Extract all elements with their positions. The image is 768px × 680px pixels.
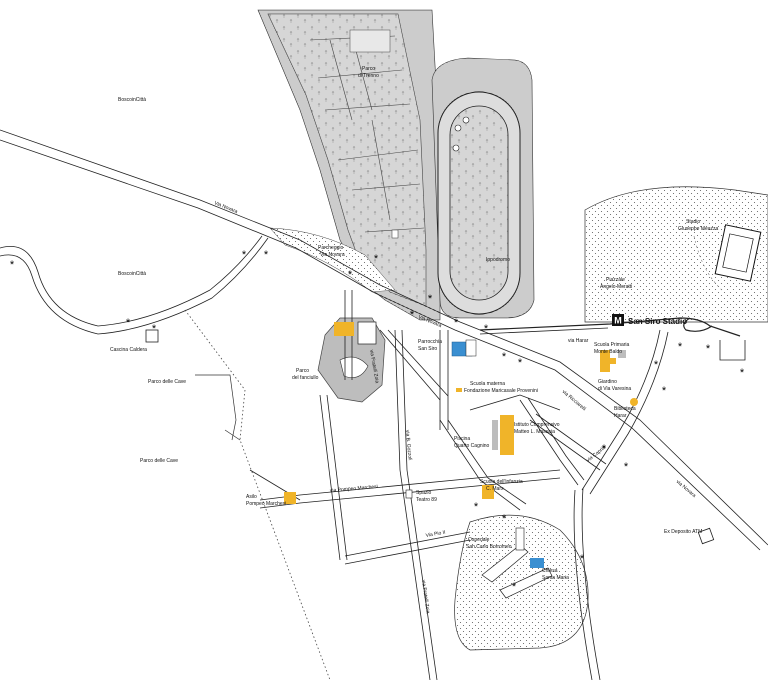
cave-path	[195, 374, 241, 441]
label-primaria-2: Monte Baldo	[594, 349, 622, 355]
star-marker: *	[662, 385, 667, 397]
star-marker: *	[512, 581, 517, 593]
label-istituto-1: Istituto Comprensivo	[514, 422, 560, 428]
church-santa-maria	[530, 558, 544, 568]
star-marker: *	[126, 317, 131, 329]
star-marker: *	[678, 341, 683, 353]
label-parrocchia-2: San Siro	[418, 346, 437, 352]
label-stadio-1: Stadio	[686, 219, 700, 225]
metro-station-label[interactable]: San Siro Stadio	[628, 317, 687, 326]
star-marker: *	[624, 461, 629, 473]
street-pompeo: via Pompeo Marchesi	[330, 484, 378, 494]
parco-trenno-area	[257, 9, 441, 321]
street-dzoia-s: via Fratelli Zoia	[420, 579, 431, 614]
street-harar: via Harar	[568, 338, 589, 344]
library-harar	[630, 398, 638, 406]
metro-symbol: M	[614, 316, 622, 326]
label-giardino-1: Giardino	[598, 379, 617, 385]
label-asilo-1: Asilo	[246, 494, 257, 500]
star-marker: *	[602, 443, 607, 455]
label-fanciullo-2: del fanciullo	[292, 375, 319, 381]
label-piscina-2: Quarto Cagnino	[454, 443, 490, 449]
star-marker: *	[152, 323, 157, 335]
label-trenno-1: Parco	[362, 66, 375, 72]
street-pio: Via Pio II	[425, 530, 446, 539]
label-fanciullo-1: Parco	[296, 368, 309, 374]
label-parrocchia-1: Parrocchia	[418, 339, 442, 345]
label-materna-1: Scuola materna	[470, 381, 505, 387]
fanciullo-pond	[339, 356, 369, 378]
star-marker: *	[740, 367, 745, 379]
label-asilo-2: Pompeo Marchesi	[246, 501, 286, 507]
street-novara-w: Via Novara	[213, 200, 238, 215]
stars-layer: * * * * * * * * * * * * * * * * * * * * * * * *	[10, 249, 745, 593]
star-marker: *	[264, 249, 269, 261]
star-marker: *	[654, 359, 659, 371]
roads	[0, 129, 768, 680]
star-marker: *	[242, 249, 247, 261]
label-parcheggio-2: Via Novara	[320, 252, 345, 258]
label-cave-2: Parco delle Cave	[140, 458, 178, 464]
label-primaria-1: Scuola Primaria	[594, 342, 630, 348]
label-chiesa-2: Santa Maria	[542, 575, 569, 581]
label-istituto-2: Matteo L. Massaia	[514, 429, 555, 435]
label-ippodromo: Ippodromo	[486, 257, 510, 263]
label-trenno-2: di Trenno	[358, 73, 379, 79]
asilo-marchesi	[284, 492, 296, 504]
street-gozzoli: via B. Gozzoli	[404, 430, 413, 461]
star-marker: *	[502, 513, 507, 525]
label-cascina: Cascina Caldera	[110, 347, 147, 353]
star-marker: *	[454, 317, 459, 329]
street-novara-s: via Novara	[675, 479, 697, 499]
label-biblioteca-1: Biblioteca	[614, 406, 636, 412]
star-marker: *	[474, 501, 479, 513]
label-spazio-1: Spazio	[416, 490, 432, 496]
scuola-marx	[482, 485, 494, 499]
label-chiesa-1: Chiesa	[542, 568, 558, 574]
star-marker: *	[10, 259, 15, 271]
street-fratelli: via Fratelli Zoia	[368, 349, 380, 384]
label-spazio-2: Teatro 89	[416, 497, 437, 503]
buildings	[145, 321, 715, 568]
label-materna-2: Fondazione Maricasale Provenini	[464, 388, 538, 394]
label-cave-1: Parco delle Cave	[148, 379, 186, 385]
street-ricciarelli: via Ricciarelli	[561, 389, 587, 412]
label-biblioteca-2: Harar	[614, 413, 627, 419]
ippodromo-area	[431, 57, 535, 319]
star-marker: *	[374, 253, 379, 265]
star-marker: *	[348, 269, 353, 281]
label-infanzia-1: Scuola dell'infanzia	[480, 479, 523, 485]
star-marker: *	[580, 553, 585, 565]
school-monte-baldo	[600, 350, 610, 372]
star-marker: *	[518, 357, 523, 369]
cave-boundary	[184, 309, 331, 680]
label-bosco-north: BoscoinCittà	[118, 97, 146, 103]
label-ospedale-2: San Carlo Borromeo	[466, 544, 512, 550]
istituto-massaia	[500, 415, 514, 455]
label-piazzale-1: Piazzale	[606, 277, 625, 283]
stadio-area	[584, 186, 768, 323]
label-stadio-2: Giuseppe Meazza	[678, 226, 719, 232]
ospedale-area	[454, 514, 589, 651]
label-ospedale-1: Ospedale	[468, 537, 490, 543]
label-bosco-west: BoscoinCittà	[118, 271, 146, 277]
label-piscina-1: Piscina	[454, 436, 470, 442]
deposito-building	[697, 527, 715, 545]
cascina-building	[145, 329, 159, 343]
star-marker: *	[502, 351, 507, 363]
star-marker: *	[484, 323, 489, 335]
label-parcheggio-1: Parcheggio	[318, 245, 344, 251]
label-deposito: Ex Deposito ATM	[664, 529, 702, 535]
label-giardino-2: di Via Varesina	[598, 386, 631, 392]
star-marker: *	[428, 293, 433, 305]
metro-icon	[612, 314, 624, 326]
label-piazzale-2: Angelo Moratti	[600, 284, 632, 290]
parking-stripes	[334, 322, 354, 336]
star-marker: *	[706, 343, 711, 355]
label-infanzia-2: C. Marx	[486, 486, 504, 492]
star-marker: *	[410, 309, 415, 321]
